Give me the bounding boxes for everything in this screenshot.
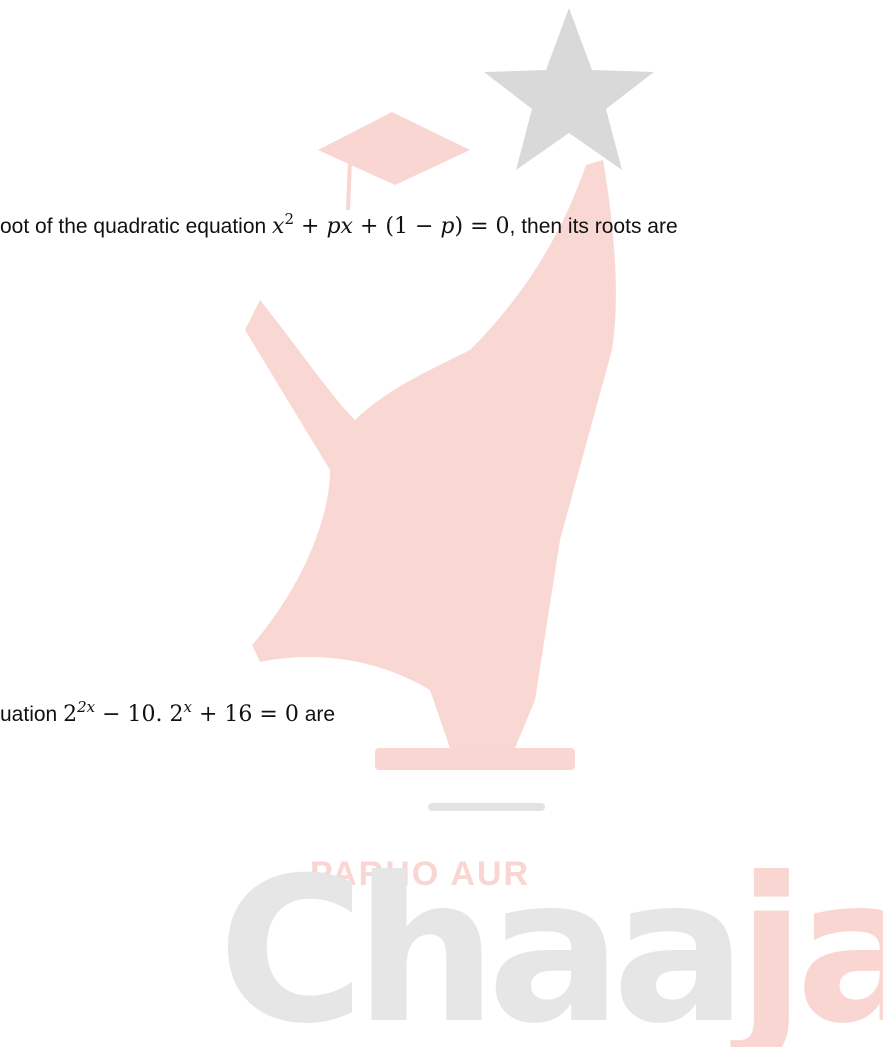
figure-shadow bbox=[428, 803, 545, 811]
question-1-text-before: oot of the quadratic equation bbox=[0, 215, 273, 238]
star-icon bbox=[484, 8, 654, 170]
question-line-2: uation 22x − 10. 2x + 16 = 0 are bbox=[0, 698, 336, 727]
question-2-text-after: are bbox=[298, 703, 336, 726]
brand-wordmark-gray: Chaa bbox=[218, 835, 737, 1047]
brand-wordmark-accent: jao bbox=[730, 835, 883, 1047]
mortarboard-cap-icon bbox=[318, 112, 470, 185]
figure-base bbox=[375, 748, 575, 770]
question-1-text-after: , then its roots are bbox=[509, 215, 678, 238]
question-line-1: oot of the quadratic equation x2 + px + … bbox=[0, 210, 678, 239]
brand-tagline: PARHO AUR bbox=[310, 855, 530, 893]
question-1-equation: x2 + px + (1 − p) = 0 bbox=[272, 210, 510, 239]
question-2-text-before: uation bbox=[0, 703, 64, 726]
figure-head-shape bbox=[342, 134, 478, 290]
figure-body-shape bbox=[245, 160, 616, 748]
question-2-equation: 22x − 10. 2x + 16 = 0 bbox=[63, 698, 299, 727]
